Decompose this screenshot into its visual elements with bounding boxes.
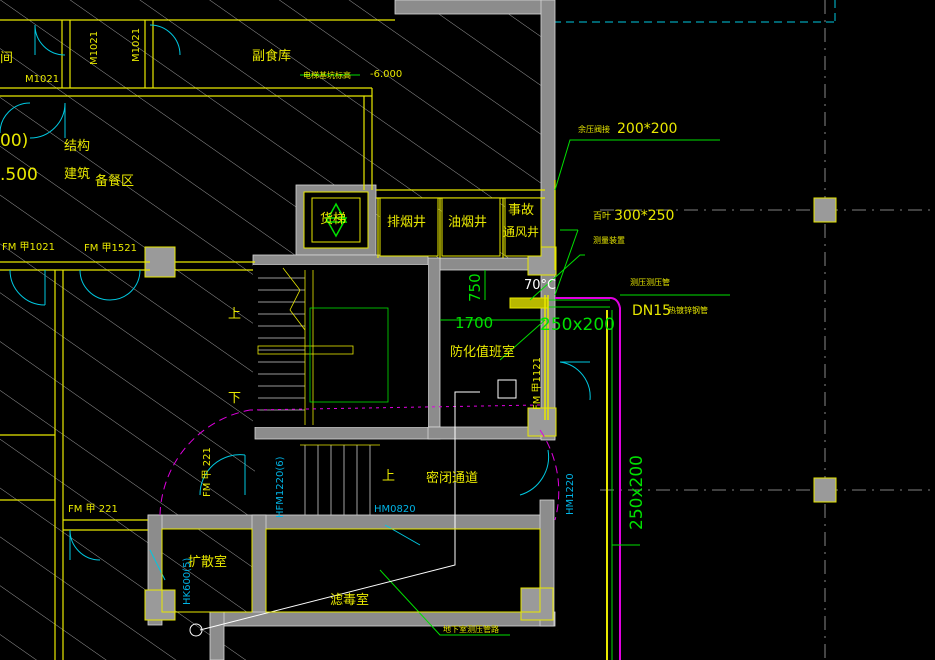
label-stair-up-1: 上 xyxy=(228,307,241,322)
magenta-arcs xyxy=(159,404,560,521)
label-door-fm1521: FM 甲1521 xyxy=(84,243,137,254)
label-structure: 结构 xyxy=(64,139,90,154)
label-architecture: 建筑 xyxy=(64,166,90,182)
label-door-hm1220: HM1220 xyxy=(565,473,576,515)
leader-lines xyxy=(300,74,730,636)
label-accident-shaft-1: 事故 xyxy=(508,203,534,218)
label-accident-shaft-2: 通风井 xyxy=(503,225,539,239)
text-labels: 间 M1021 M1021 M1021 副食库 电梯基坑标高 -6.000 00… xyxy=(0,28,708,634)
label-door-m1021-c: M1021 xyxy=(131,28,142,62)
label-door-hm0820: HM0820 xyxy=(374,504,416,515)
grid-lines xyxy=(600,0,935,660)
label-door-m1021-a: M1021 xyxy=(25,74,59,85)
label-sampling-note: 地下室测压管路 xyxy=(443,624,499,634)
hatch-regions xyxy=(0,0,545,660)
label-annot-shutter-size: 300*250 xyxy=(614,208,674,224)
label-annot-dn15-note: 热镀锌钢管 xyxy=(668,305,708,315)
label-filter-room: 滤毒室 xyxy=(330,592,369,608)
label-door-m1021-b: M1021 xyxy=(89,31,100,65)
label-duct-v: 250x200 xyxy=(627,455,647,530)
label-annot-smoke-vent: 余压阀接 xyxy=(578,124,610,134)
ducts xyxy=(509,229,621,660)
label-elevator-elev-value: -6.000 xyxy=(370,69,402,80)
label-dim-750: 750 xyxy=(466,273,484,302)
label-duct-h: 250x200 xyxy=(540,315,615,335)
label-stair-up-2: 上 xyxy=(382,469,395,484)
label-room-left-edge: 间 xyxy=(0,51,13,66)
label-partial-paren: 00) xyxy=(0,131,28,151)
wall-lines-yellow xyxy=(0,19,556,660)
elevator-shaft xyxy=(303,191,369,249)
label-fire-damper: 70°C xyxy=(524,278,556,293)
columns xyxy=(144,197,837,621)
door-swings xyxy=(0,24,591,581)
label-fuel-storage: 副食库 xyxy=(252,48,291,64)
label-door-fm221-a: FM 甲 221 xyxy=(68,504,118,515)
filter-room xyxy=(161,528,541,613)
shafts xyxy=(379,197,542,257)
label-annot-shutter: 百叶 xyxy=(593,211,611,222)
label-dim-1700: 1700 xyxy=(455,314,493,332)
label-partial-elev: .500 xyxy=(0,165,38,185)
boundary-dashed xyxy=(552,0,836,23)
label-expansion-room: 扩散室 xyxy=(188,554,227,570)
label-annot-smoke-vent-size: 200*200 xyxy=(617,121,677,137)
label-door-fm1021: FM 甲1021 xyxy=(2,242,55,253)
label-smoke-shaft: 排烟井 xyxy=(387,215,426,230)
label-elevator-elev-note: 电梯基坑标高 xyxy=(303,70,351,80)
label-airtight-corridor: 密闭通道 xyxy=(426,470,478,486)
label-oil-smoke-shaft: 油烟井 xyxy=(448,215,487,230)
label-door-hk600: HK600(5) xyxy=(182,558,193,605)
label-door-fm221-b: FM 甲 221 xyxy=(202,447,213,497)
label-duty-room: 防化值班室 xyxy=(450,344,515,360)
label-door-hfm1220-6: HFM1220(6) xyxy=(275,456,286,518)
label-annot-measure: 测量装置 xyxy=(593,235,625,245)
stairs xyxy=(253,265,428,515)
label-annot-pressure-pipe: 测压测压管 xyxy=(630,277,670,287)
label-annot-dn15: DN15 xyxy=(632,303,671,319)
sampling-pipe xyxy=(189,379,517,637)
label-elevator: 货梯 xyxy=(320,211,346,227)
label-prep-area: 备餐区 xyxy=(95,173,134,189)
label-stair-down: 下 xyxy=(228,391,241,406)
label-door-fm1121: FM 甲1121 xyxy=(532,357,543,410)
